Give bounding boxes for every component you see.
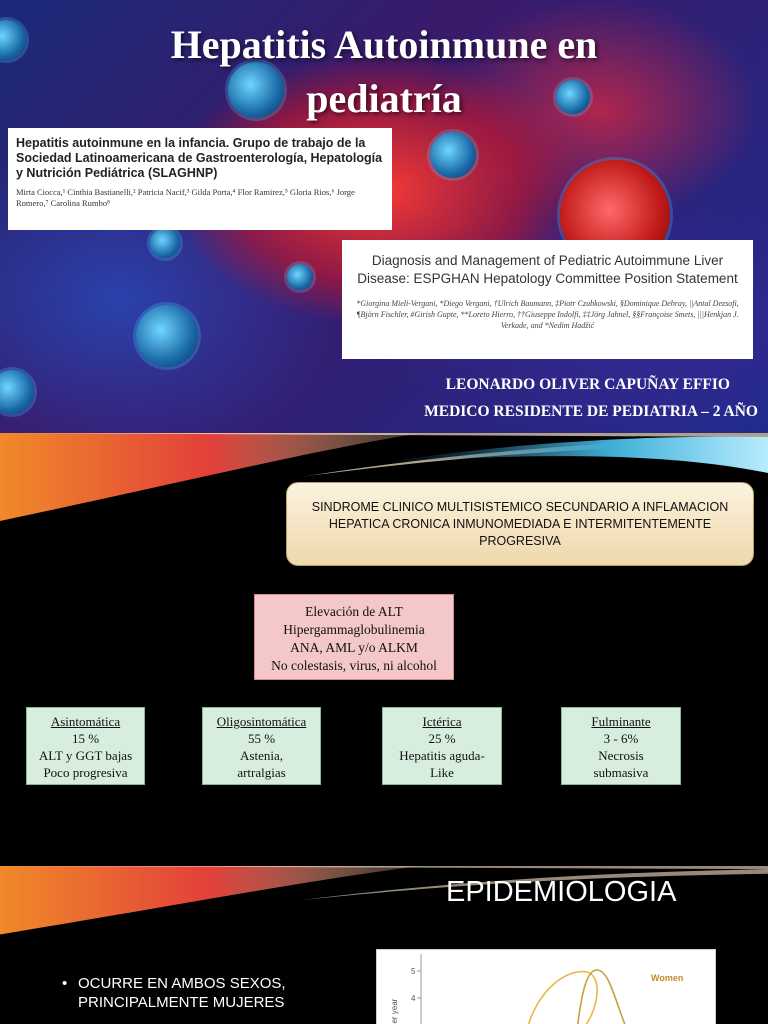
incidence-chart-svg: 5 4 per year Women: [390, 954, 683, 1024]
type-line: Poco progresiva: [43, 765, 128, 780]
series-line-a: [528, 970, 598, 1024]
slide-title-line1: Hepatitis Autoinmune en: [170, 22, 598, 67]
decorative-swoosh: [0, 433, 768, 521]
type-title: Fulminante: [591, 714, 651, 729]
incidence-chart: 5 4 per year Women: [376, 949, 716, 1024]
type-line: submasiva: [593, 765, 649, 780]
definition-text: SINDROME CLINICO MULTISISTEMICO SECUNDAR…: [311, 499, 729, 548]
author-name: LEONARDO OLIVER CAPUÑAY EFFIO: [445, 376, 730, 393]
type-box-oligosintomatica: Oligosintomática 55 % Astenia, artralgia…: [202, 707, 321, 785]
paper-authors: *Giorgina Mieli-Vergani, *Diego Vergani,…: [356, 299, 739, 330]
bullet-icon: •: [62, 975, 68, 992]
author-role: MEDICO RESIDENTE DE PEDIATRIA – 2 AÑO: [424, 403, 758, 420]
type-line: 25 %: [428, 731, 456, 746]
type-line: 3 - 6%: [603, 731, 639, 746]
type-line: Necrosis: [598, 748, 644, 763]
type-line: 55 %: [247, 731, 276, 746]
criteria-item: Hipergammaglobulinemia: [283, 622, 425, 637]
paper-clipping-slaghnp: Hepatitis autoinmune en la infancia. Gru…: [8, 128, 392, 230]
type-line: Astenia,: [240, 748, 283, 763]
criteria-box: Elevación de ALT Hipergammaglobulinemia …: [254, 594, 454, 680]
virus-illustration: [287, 264, 313, 290]
legend-women: Women: [651, 973, 683, 983]
paper-title: Diagnosis and Management of Pediatric Au…: [357, 253, 738, 286]
type-line: ALT y GGT bajas: [38, 748, 133, 763]
virus-illustration: [136, 305, 198, 367]
type-box-asintomatica: Asintomática 15 % ALT y GGT bajas Poco p…: [26, 707, 145, 785]
virus-illustration: [150, 228, 180, 258]
type-line: Hepatitis aguda-: [399, 748, 485, 763]
type-title: Asintomática: [50, 714, 121, 729]
definition-slide: SINDROME CLINICO MULTISISTEMICO SECUNDAR…: [0, 433, 768, 866]
bullet-item: • OCURRE EN AMBOS SEXOS, PRINCIPALMENTE …: [62, 974, 286, 1012]
criteria-item: Elevación de ALT: [305, 604, 403, 619]
type-line: artralgias: [237, 765, 286, 780]
bullet-line: OCURRE EN AMBOS SEXOS,: [78, 975, 286, 992]
virus-illustration: [0, 370, 34, 414]
criteria-item: ANA, AML y/o ALKM: [290, 640, 418, 655]
definition-box: SINDROME CLINICO MULTISISTEMICO SECUNDAR…: [286, 482, 754, 566]
type-title: Ictérica: [422, 714, 462, 729]
virus-illustration: [430, 132, 476, 178]
slide-title-line2: pediatría: [306, 76, 462, 121]
virus-illustration: [228, 62, 284, 118]
paper-title: Hepatitis autoinmune en la infancia. Gru…: [16, 136, 383, 180]
y-tick-label: 5: [411, 967, 416, 976]
criteria-item: No colestasis, virus, ni alcohol: [271, 658, 437, 673]
series-line-women: [576, 969, 626, 1024]
type-title: Oligosintomática: [216, 714, 307, 729]
epidemiology-slide: EPIDEMIOLOGIA • OCURRE EN AMBOS SEXOS, P…: [0, 866, 768, 1024]
title-slide: Hepatitis Autoinmune en pediatría Hepati…: [0, 0, 768, 433]
bullet-line: PRINCIPALMENTE MUJERES: [78, 994, 285, 1011]
type-line: 15 %: [71, 731, 100, 746]
virus-illustration: [556, 80, 590, 114]
slide-title: EPIDEMIOLOGIA: [446, 876, 677, 908]
type-line: Like: [430, 765, 454, 780]
type-box-fulminante: Fulminante 3 - 6% Necrosis submasiva: [561, 707, 681, 785]
slide-title: Hepatitis Autoinmune en pediatría: [0, 18, 768, 126]
decorative-swoosh: [0, 866, 768, 935]
y-tick-label: 4: [411, 994, 416, 1003]
paper-authors: Mirta Ciocca,¹ Cinthia Bastianelli,² Pat…: [16, 187, 355, 208]
y-axis-label: per year: [390, 998, 399, 1024]
paper-clipping-espghan: Diagnosis and Management of Pediatric Au…: [342, 240, 753, 359]
type-box-icterica: Ictérica 25 % Hepatitis aguda- Like: [382, 707, 502, 785]
